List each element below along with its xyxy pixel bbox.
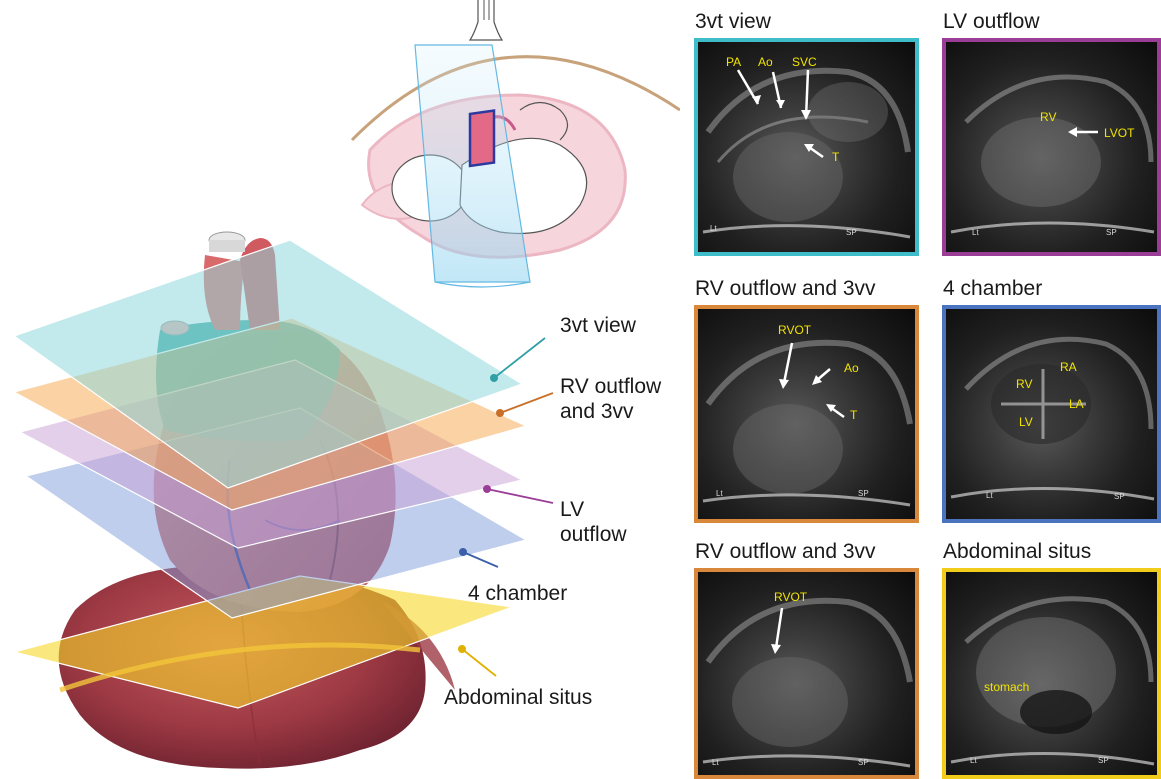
ultrasound-panel-abdominal-situs: stomach Lt SP bbox=[942, 568, 1161, 779]
label-3vt-view: 3vt view bbox=[560, 314, 637, 337]
ultrasound-image bbox=[946, 42, 1157, 252]
ultrasound-image bbox=[946, 309, 1157, 519]
label-rv-outflow-line2: and 3vv bbox=[560, 400, 634, 423]
ultrasound-image bbox=[946, 572, 1157, 777]
annotation-la: LA bbox=[1069, 397, 1084, 411]
label-lv-outflow-line1: LV bbox=[560, 498, 584, 521]
label-4-chamber: 4 chamber bbox=[468, 582, 567, 605]
annotation-stomach: stomach bbox=[984, 680, 1029, 694]
heart-planes-illustration: 3vt view RV outflow and 3vv LV outflow 4… bbox=[0, 0, 680, 779]
annotation-ra: RA bbox=[1060, 360, 1077, 374]
stomach-shadow bbox=[1020, 690, 1092, 734]
ultrasound-panel-3vt-view: PA Ao SVC T Lt SP bbox=[694, 38, 919, 256]
orientation-lt: Lt bbox=[712, 758, 719, 767]
annotation-pa: PA bbox=[726, 55, 741, 69]
orientation-lt: Lt bbox=[710, 224, 717, 233]
panel-title-abdominal-situs: Abdominal situs bbox=[943, 541, 1091, 563]
annotation-lv: LV bbox=[1019, 415, 1033, 429]
ultrasound-panel-lv-outflow: RV LVOT Lt SP bbox=[942, 38, 1161, 256]
orientation-sp: SP bbox=[858, 489, 869, 498]
annotation-ao: Ao bbox=[758, 55, 773, 69]
orientation-sp: SP bbox=[1106, 228, 1117, 237]
ultrasound-panel-rv-outflow-3vv-2: RVOT Lt SP bbox=[694, 568, 919, 779]
orientation-lt: Lt bbox=[716, 489, 723, 498]
label-rv-outflow-line1: RV outflow bbox=[560, 375, 662, 398]
annotation-t: T bbox=[832, 150, 839, 164]
panel-title-rv-outflow-3vv-2: RV outflow and 3vv bbox=[695, 541, 876, 563]
annotation-rv: RV bbox=[1040, 110, 1056, 124]
scan-planes bbox=[14, 240, 526, 708]
annotation-rv: RV bbox=[1016, 377, 1032, 391]
panel-title-lv-outflow: LV outflow bbox=[943, 11, 1040, 33]
annotation-svc: SVC bbox=[792, 55, 817, 69]
label-abdominal-situs: Abdominal situs bbox=[444, 686, 592, 709]
orientation-lt: Lt bbox=[970, 756, 977, 765]
ultrasound-panel-4-chamber: RA RV LA LV Lt SP bbox=[942, 305, 1161, 523]
label-lv-outflow-line2: outflow bbox=[560, 523, 627, 546]
fetus-ultrasound-inset bbox=[352, 0, 680, 287]
ultrasound-image bbox=[698, 42, 915, 252]
panel-title-3vt-view: 3vt view bbox=[695, 11, 771, 33]
ultrasound-panel-rv-outflow-3vv: RVOT Ao T Lt SP bbox=[694, 305, 919, 523]
annotation-rvot: RVOT bbox=[778, 323, 811, 337]
ultrasound-probe bbox=[470, 0, 502, 40]
orientation-sp: SP bbox=[846, 228, 857, 237]
orientation-lt: Lt bbox=[972, 228, 979, 237]
panel-title-4-chamber: 4 chamber bbox=[943, 278, 1042, 300]
annotation-rvot: RVOT bbox=[774, 590, 807, 604]
orientation-sp: SP bbox=[1114, 492, 1125, 501]
pointer-arrow bbox=[776, 608, 782, 648]
annotation-lvot: LVOT bbox=[1104, 126, 1134, 140]
annotation-ao: Ao bbox=[844, 361, 859, 375]
scan-plane-marker bbox=[470, 111, 494, 166]
panel-title-rv-outflow-3vv: RV outflow and 3vv bbox=[695, 278, 876, 300]
ultrasound-image bbox=[698, 309, 915, 519]
orientation-sp: SP bbox=[1098, 756, 1109, 765]
orientation-lt: Lt bbox=[986, 491, 993, 500]
annotation-t: T bbox=[850, 408, 857, 422]
orientation-sp: SP bbox=[858, 758, 869, 767]
